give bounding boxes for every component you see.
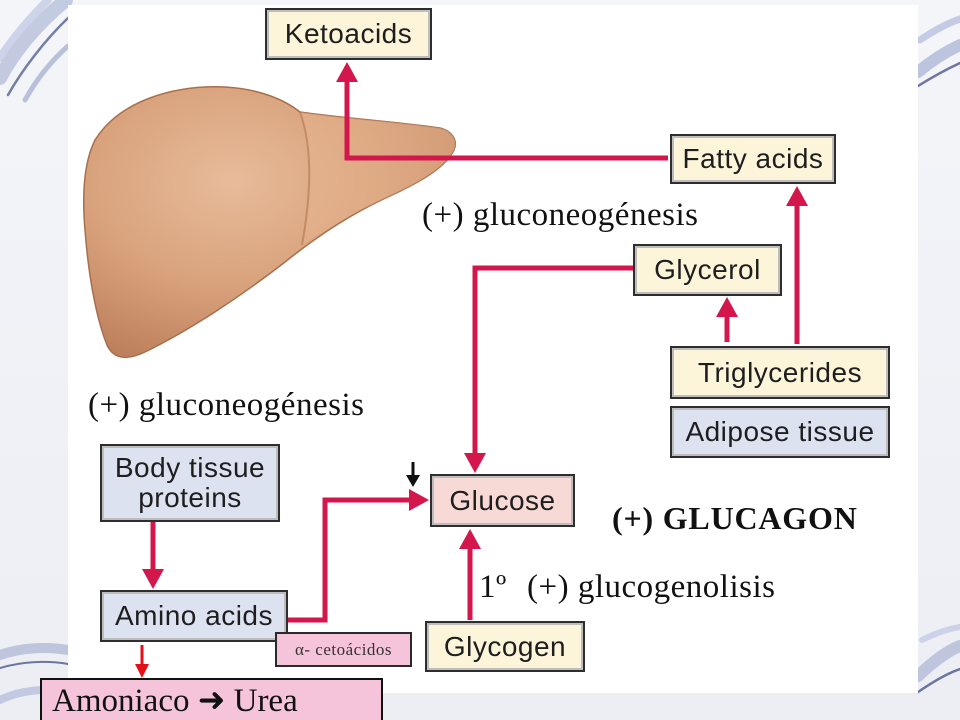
fatty-acids-box: Fatty acids [670,134,836,184]
ketoacids-label: Ketoacids [284,18,413,49]
arrow-triglycerides-to-fatty-acids [786,186,808,344]
adipose-tissue-box: Adipose tissue [670,406,890,458]
glycogen-label: Glycogen [443,630,567,662]
arrow-fatty-acids-to-ketoacids [336,62,668,161]
ammonia-urea-note: Amoniaco ➜ Urea [40,678,383,720]
liver-icon [83,86,456,359]
gluconeogenesis-annotation-upper: (+) gluconeogénesis [422,197,699,233]
glycerol-box: Glycerol [633,244,782,296]
background-swirl-top-right [912,15,960,88]
ammonia-urea-label: Amoniaco ➜ Urea [52,683,298,719]
alpha-ketoacids-note: α- cetoácidos [275,632,412,667]
amino-acids-label: Amino acids [114,600,273,631]
triglycerides-label: Triglycerides [697,356,863,388]
adipose-tissue-label: Adipose tissue [685,416,875,447]
arrow-amino-acids-to-ammonia [135,645,149,678]
glycogen-box: Glycogen [425,621,585,672]
ketoacids-box: Ketoacids [265,8,432,60]
glycogenolysis-annotation: (+) glucogenolisis [527,569,776,605]
body-tissue-proteins-box: Body tissue proteins [100,444,280,522]
glucose-label: Glucose [449,484,556,516]
arrow-proteins-to-amino-acids [142,522,164,589]
arrow-glycerol-to-glucose [464,265,633,473]
body-tissue-proteins-label-line2: proteins [138,482,242,513]
body-tissue-proteins-label-line1: Body tissue [114,452,266,483]
alpha-ketoacids-label: α- cetoácidos [294,639,393,659]
triglycerides-box: Triglycerides [670,346,890,399]
background-swirl-top-left [0,0,73,103]
fatty-acids-label: Fatty acids [682,143,824,174]
down-arrow-icon [406,462,420,487]
arrow-glycogen-to-glucose [459,529,481,620]
background-swirl-bottom-right [912,624,960,694]
glucose-box: Glucose [430,474,575,527]
arrow-triglycerides-to-glycerol [716,297,738,342]
arrow-amino-acids-to-glucose [288,489,429,623]
amino-acids-box: Amino acids [100,590,288,642]
glycogenolysis-order-label: 1º [479,569,507,605]
glycerol-label: Glycerol [654,254,761,285]
gluconeogenesis-annotation-lower: (+) gluconeogénesis [88,387,365,423]
glucagon-annotation: (+) GLUCAGON [612,500,858,536]
